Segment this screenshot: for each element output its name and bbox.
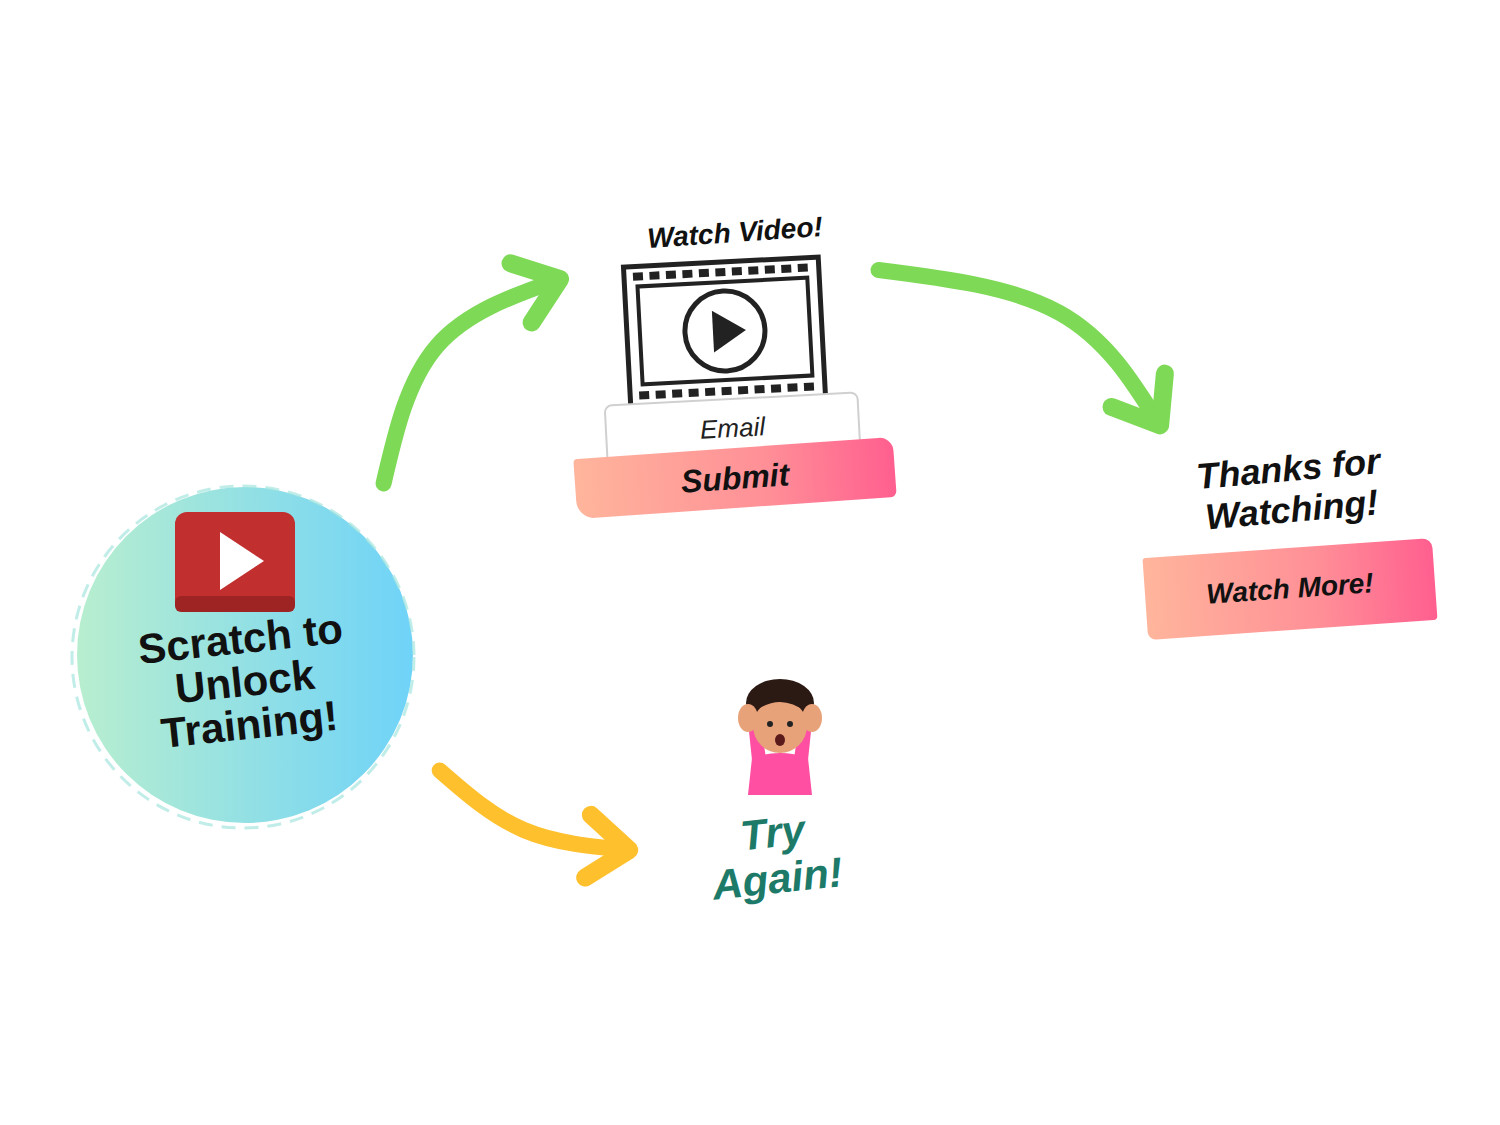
film-perforation xyxy=(649,271,659,280)
video-form-node: EmailSubmit Watch Video! xyxy=(570,210,900,510)
film-perforation xyxy=(682,270,692,279)
person-fringe xyxy=(754,694,806,712)
person-eye xyxy=(787,721,793,727)
circle-title: Scratch to Unlock Training! xyxy=(114,605,376,759)
video-icon-shade xyxy=(175,596,295,612)
film-perforation xyxy=(639,391,649,400)
film-perforation xyxy=(771,384,781,393)
film-perforation xyxy=(765,265,775,274)
watch-more-label: Watch More! xyxy=(1205,567,1374,611)
curved-arrow xyxy=(384,263,560,483)
film-perforation xyxy=(781,264,791,273)
film-perforation xyxy=(655,390,665,399)
video-icon-body xyxy=(175,512,295,612)
film-perforation xyxy=(798,264,808,273)
person-eye xyxy=(767,721,773,727)
film-perforation xyxy=(715,268,725,277)
arrow-shaft xyxy=(440,771,630,851)
watch-more-button: Watch More! xyxy=(1142,538,1437,640)
film-frame xyxy=(623,257,825,407)
person-mouth xyxy=(775,734,785,746)
thanks-heading: Thanks for Watching! xyxy=(1152,436,1428,542)
submit-label: Submit xyxy=(680,456,791,500)
video-heading: Watch Video! xyxy=(609,209,861,257)
film-perforation xyxy=(754,385,764,394)
thanks-node: Watch More! Thanks for Watching! xyxy=(1140,430,1440,660)
curved-arrow xyxy=(440,771,630,878)
play-triangle xyxy=(220,532,264,590)
film-perforation xyxy=(787,383,797,392)
arrow-head xyxy=(1111,374,1164,426)
email-placeholder: Email xyxy=(699,411,766,445)
worried-person xyxy=(738,679,822,795)
unlock-circle xyxy=(77,487,413,823)
brush-edge xyxy=(72,486,414,828)
try-again-label: Try Again! xyxy=(686,801,865,911)
film-screen xyxy=(637,278,812,385)
play-triangle xyxy=(712,309,747,353)
film-perforation xyxy=(666,270,676,279)
person-hand xyxy=(738,704,758,732)
video-icon xyxy=(175,512,295,612)
film-perforation xyxy=(738,386,748,395)
film-perforation xyxy=(633,272,643,281)
film-perforation xyxy=(804,382,814,391)
play-circle xyxy=(683,289,767,373)
arrow-head xyxy=(511,263,561,322)
film-perforation xyxy=(672,389,682,398)
film-perforation xyxy=(699,269,709,278)
arrow-head xyxy=(585,815,629,878)
film-perforation xyxy=(748,266,758,275)
curved-arrow xyxy=(879,270,1165,425)
film-icon xyxy=(623,257,825,407)
film-perforation xyxy=(705,388,715,397)
film-perforation xyxy=(732,267,742,276)
person-shirt xyxy=(748,753,812,795)
film-perforation xyxy=(688,388,698,397)
unlock-circle-node: Scratch to Unlock Training! xyxy=(80,490,410,820)
try-again-node: Try Again! xyxy=(640,670,910,920)
film-perforation xyxy=(721,387,731,396)
person-hand xyxy=(802,704,822,732)
